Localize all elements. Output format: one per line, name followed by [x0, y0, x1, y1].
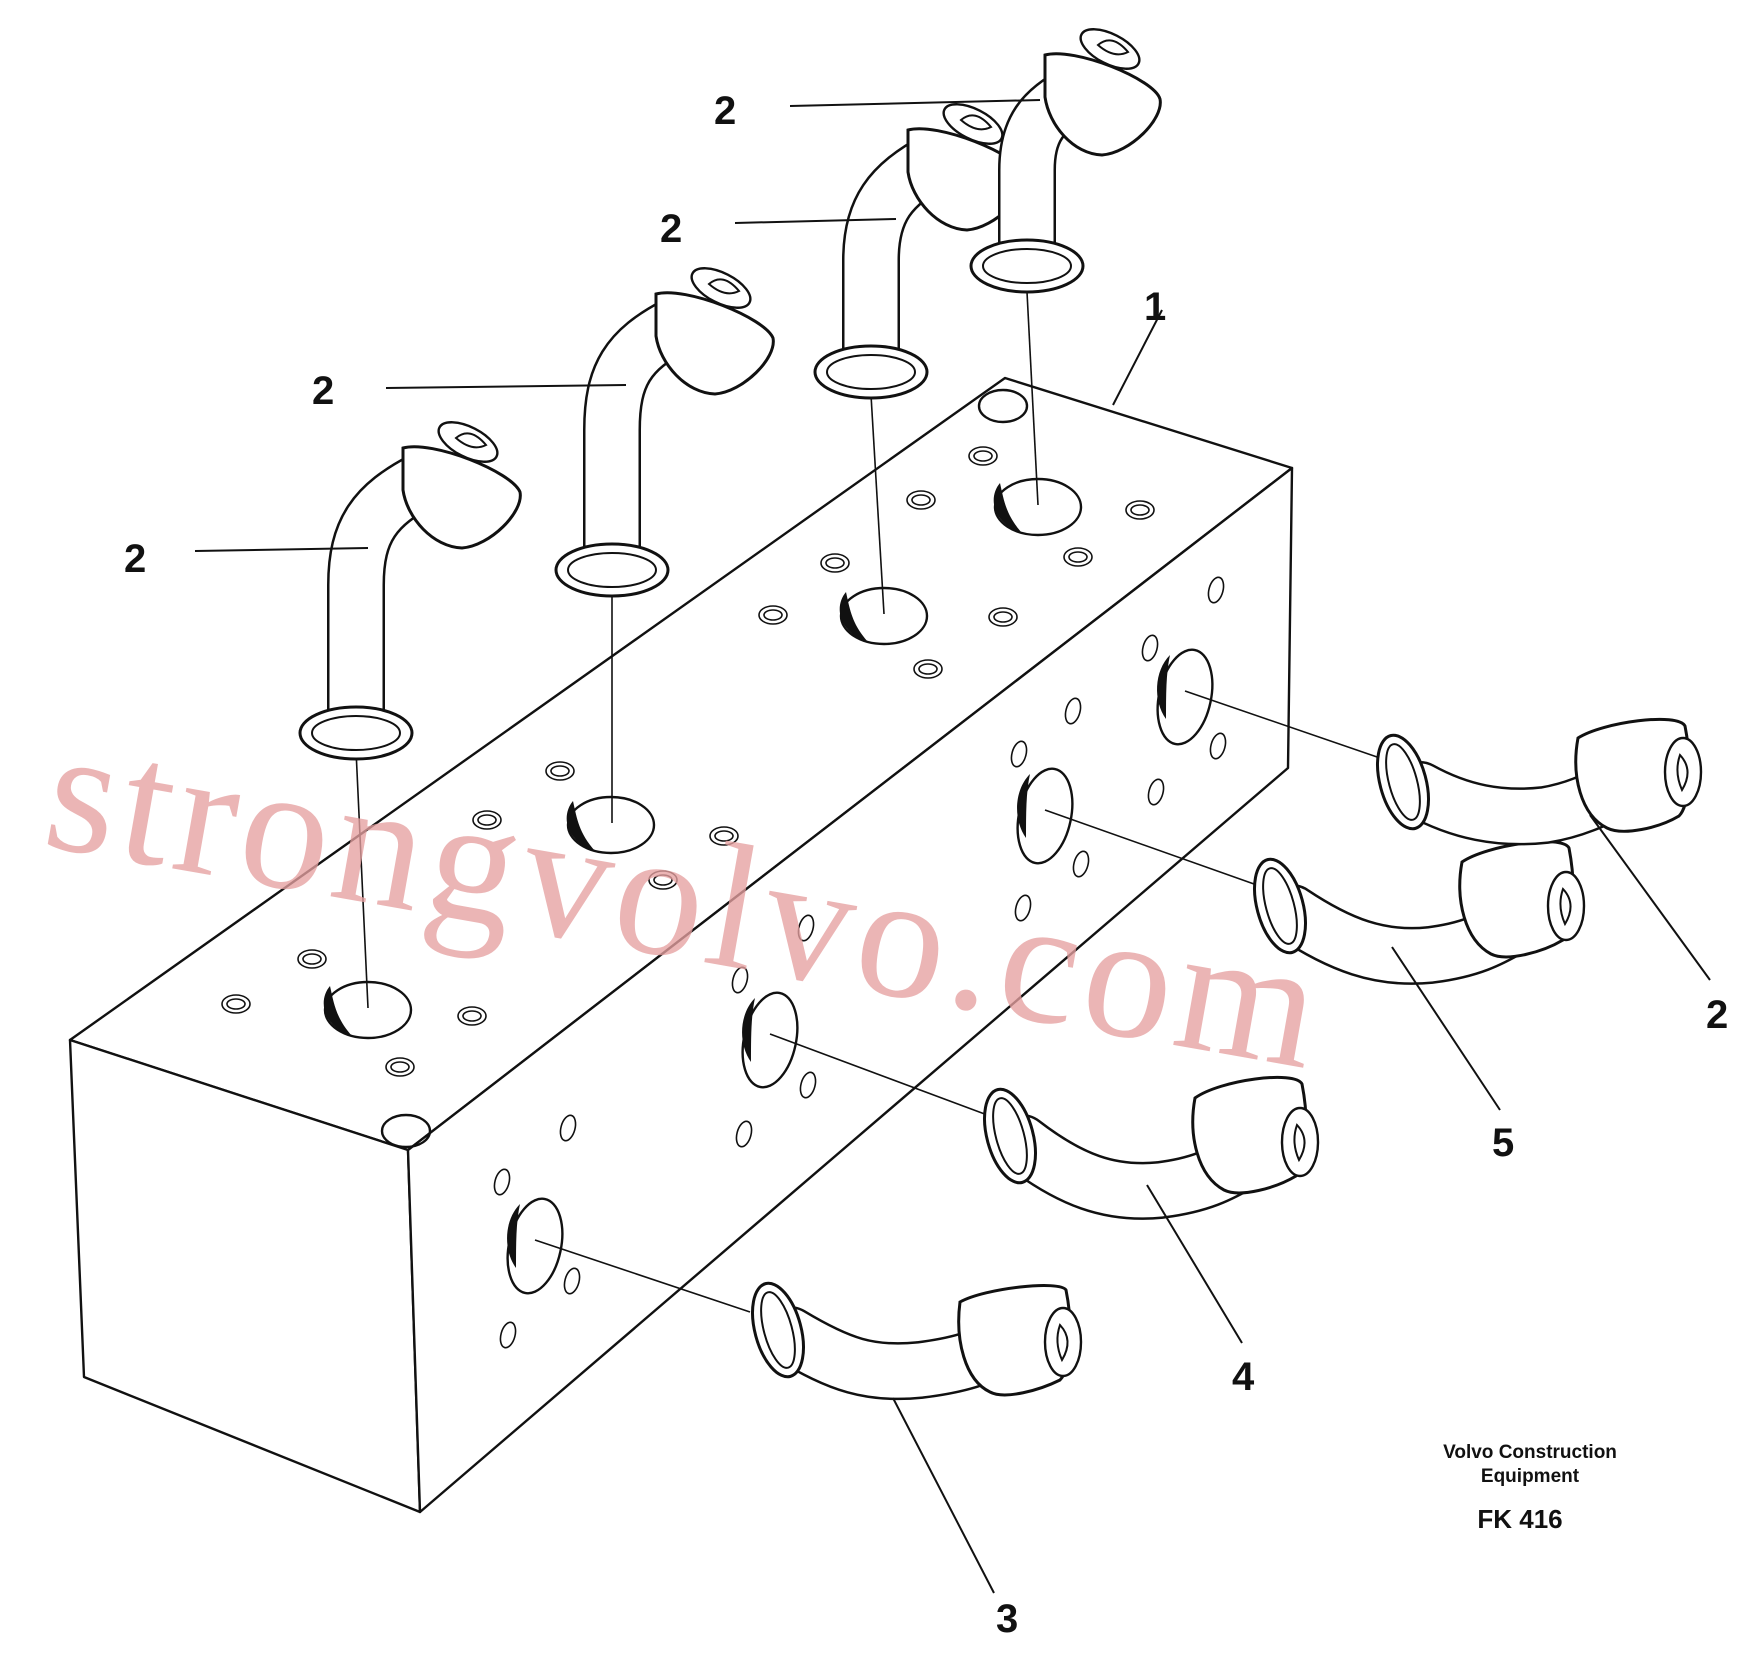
caption-company: Volvo Construction — [1443, 1442, 1617, 1463]
callout-1: 1 — [1144, 285, 1166, 329]
top-pipe-a — [298, 421, 522, 761]
callout-4: 4 — [1232, 1355, 1255, 1399]
top-threaded-holes — [221, 388, 1155, 1149]
callout-2-b: 2 — [660, 207, 682, 251]
side-pipes — [751, 717, 1703, 1401]
top-pipes — [298, 28, 1162, 761]
valve-block — [68, 376, 1294, 1514]
side-pipe-2 — [1376, 717, 1703, 846]
side-bolt-holes — [493, 576, 1227, 1349]
caption-block: Volvo Construction Equipment FK 416 — [1443, 1442, 1617, 1534]
side-ports — [506, 648, 1214, 1295]
leader-lines — [194, 99, 1711, 1594]
callout-2-a: 2 — [714, 89, 736, 133]
callout-labels: 1 2 2 2 2 2 3 4 5 — [124, 89, 1728, 1641]
block-right-face — [406, 466, 1294, 1514]
side-pipe-5 — [1253, 840, 1586, 985]
callout-2-d: 2 — [124, 537, 146, 581]
top-pipe-c — [813, 103, 1027, 400]
callout-2-e: 2 — [1706, 993, 1728, 1037]
callout-2-c: 2 — [312, 369, 334, 413]
callout-5: 5 — [1492, 1121, 1514, 1165]
drawing-code: FK 416 — [1477, 1504, 1562, 1534]
side-pipe-3 — [751, 1281, 1083, 1401]
side-pipe-4 — [983, 1075, 1320, 1220]
top-pipe-b — [554, 267, 775, 598]
assembly-lines — [355, 291, 1381, 1313]
caption-company-line2: Equipment — [1481, 1466, 1580, 1487]
callout-3: 3 — [996, 1597, 1018, 1641]
top-pipe-d — [969, 28, 1162, 294]
top-ports — [323, 477, 1083, 1040]
